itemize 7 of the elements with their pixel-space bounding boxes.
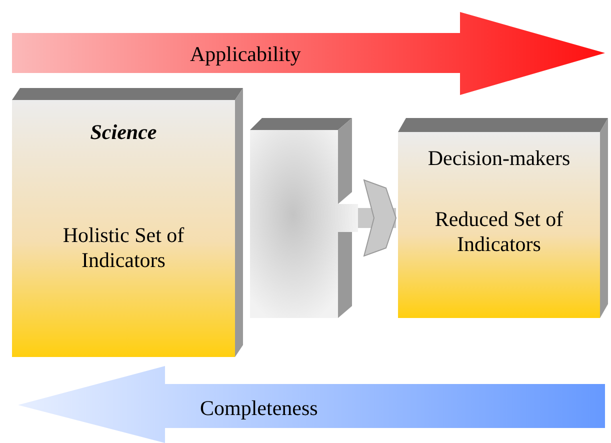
funnel-drawing	[250, 118, 358, 318]
block-text: Holistic Set of Indicators	[62, 223, 186, 274]
block-text: Reduced Set of Indicators	[434, 207, 564, 258]
arrow-label: Completeness	[200, 396, 318, 421]
block-heading: Decision-makers	[428, 146, 570, 171]
arrow-label: Applicability	[190, 42, 301, 67]
block-heading: Science	[90, 120, 157, 145]
